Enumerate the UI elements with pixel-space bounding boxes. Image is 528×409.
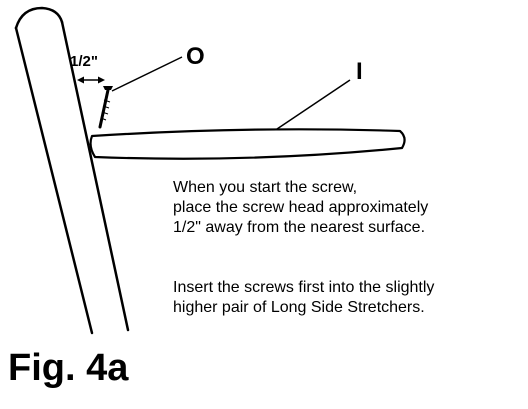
dimension-label: 1/2" [70,53,98,70]
instruction-line: When you start the screw, [173,179,358,196]
instruction-line: place the screw head approximately [173,199,429,216]
leader-line-stretcher [276,79,351,130]
instruction-insert-screws: Insert the screws first into the slightl… [173,278,434,318]
instruction-line: Insert the screws first into the slightl… [173,279,435,296]
screw [98,86,113,129]
figure-label: Fig. 4a [8,347,129,389]
leg-post [60,20,130,332]
dimension-arrow [77,76,105,84]
long-side-stretcher [89,128,406,160]
callout-label-stretcher: I [356,58,363,85]
instruction-line: 1/2" away from the nearest surface. [173,219,426,236]
callout-label-screw: O [186,43,205,70]
leader-line-screw [111,56,183,92]
instruction-start-screw: When you start the screw, place the scre… [173,178,428,238]
leg-post-edge [14,26,94,335]
instruction-line: higher pair of Long Side Stretchers. [173,299,425,316]
leg-post-top [14,6,64,30]
